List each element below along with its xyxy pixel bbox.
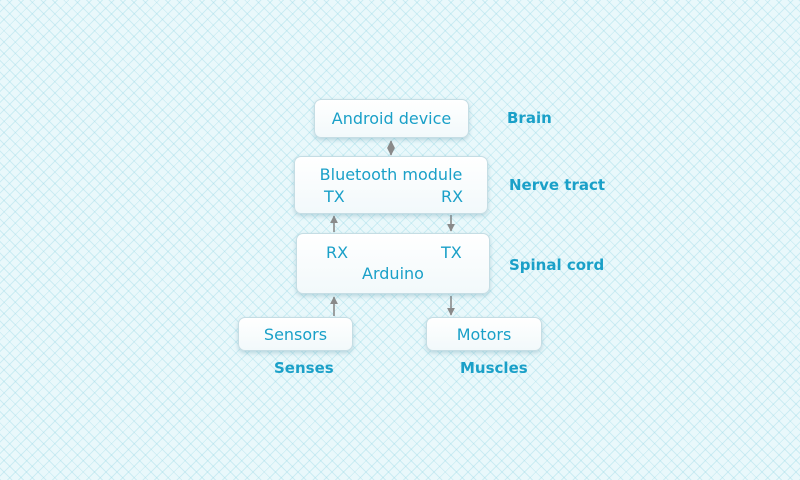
- muscles-label: Muscles: [460, 359, 528, 377]
- motors-box: Motors: [426, 317, 542, 351]
- arduino-rx-label: RX: [326, 243, 349, 262]
- senses-label: Senses: [274, 359, 334, 377]
- bluetooth-tx-label: TX: [324, 187, 345, 206]
- arduino-tx-label: TX: [441, 243, 462, 262]
- arduino-label: Arduino: [362, 264, 424, 283]
- bluetooth-module-box: Bluetooth module TX RX: [294, 156, 488, 214]
- spinal-cord-label: Spinal cord: [509, 256, 605, 274]
- bluetooth-module-label: Bluetooth module: [319, 165, 463, 184]
- bluetooth-rx-label: RX: [441, 187, 464, 206]
- sensors-label: Sensors: [263, 325, 328, 344]
- nerve-tract-label: Nerve tract: [509, 176, 606, 194]
- arduino-box: RX TX Arduino: [296, 233, 490, 294]
- sensors-box: Sensors: [238, 317, 353, 351]
- android-device-box: Android device: [314, 99, 469, 138]
- brain-label: Brain: [507, 109, 552, 127]
- android-device-label: Android device: [331, 109, 452, 128]
- motors-label: Motors: [456, 325, 512, 344]
